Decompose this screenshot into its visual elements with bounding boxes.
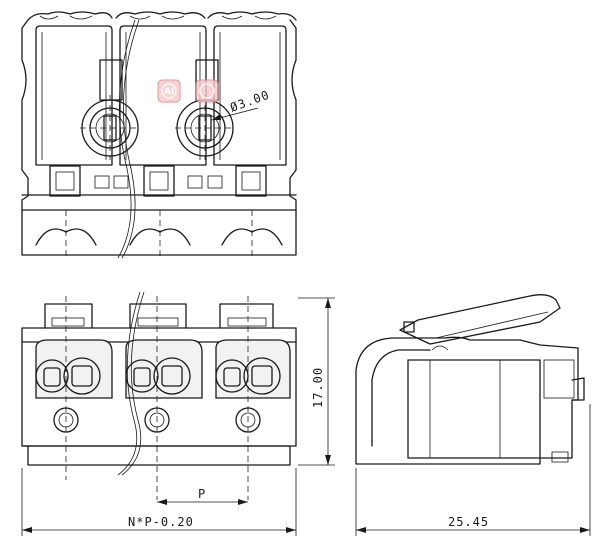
top-view: Ø3.00 — [21, 11, 297, 259]
hole-diameter-label: Ø3.00 — [228, 88, 271, 115]
pitch-label: P — [198, 487, 206, 501]
height-dimension-label: 17.00 — [311, 367, 325, 408]
total-width-label: N*P-0.20 — [128, 515, 194, 529]
watermark-logo: AI — [157, 79, 219, 103]
watermark-badge-text: AI — [164, 87, 174, 97]
side-view: 25.45 — [355, 294, 591, 536]
front-view: 17.00 P N*P-0.20 — [21, 291, 335, 536]
depth-label: 25.45 — [448, 515, 489, 529]
